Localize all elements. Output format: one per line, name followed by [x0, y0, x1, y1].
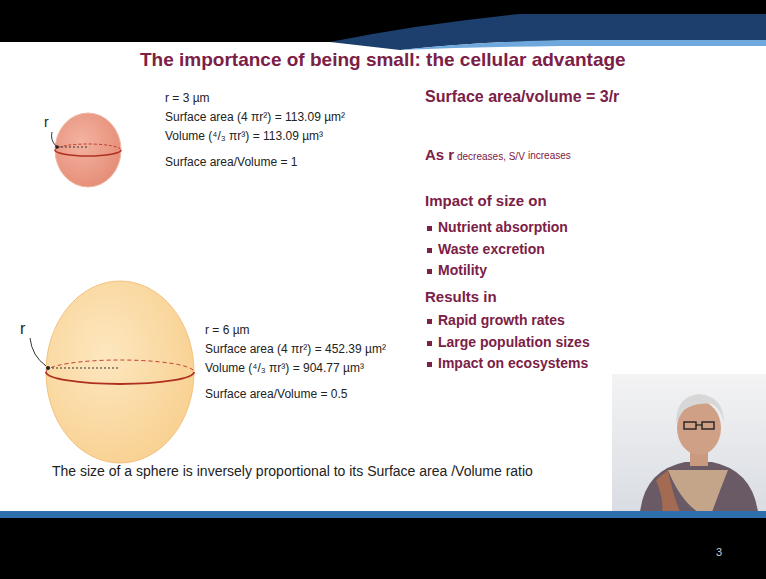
page-number: 3 [716, 546, 722, 559]
surface-area-value: Surface area (4 πr²) = 113.09 µm² [165, 111, 345, 125]
bullet-item: Nutrient absorption [438, 219, 568, 235]
volume-value: Volume (⁴/₃ πr³) = 113.09 µm³ [165, 130, 323, 144]
note-text: increases [528, 150, 571, 162]
bullet-item: Large population sizes [438, 334, 590, 350]
decor-band-light [400, 40, 766, 50]
bullet-item: Waste excretion [438, 241, 545, 257]
radius-value: r = 6 µm [205, 324, 250, 338]
bullet-item: Motility [438, 262, 487, 278]
radius-value: r = 3 µm [165, 92, 210, 106]
section-heading: Impact of size on [425, 192, 547, 209]
presenter-video [612, 374, 766, 512]
slide-ground [0, 42, 766, 514]
note-text: As r [425, 146, 454, 163]
bottom-bar [0, 511, 766, 518]
ratio-value: Surface area/Volume = 0.5 [205, 388, 347, 402]
bullet-item: Impact on ecosystems [438, 355, 588, 371]
slide-title: The importance of being small: the cellu… [140, 49, 626, 71]
small-sphere [52, 113, 122, 187]
decor-band [330, 14, 766, 50]
slide-caption: The size of a sphere is inversely propor… [52, 463, 533, 479]
ratio-value: Surface area/Volume = 1 [165, 156, 297, 170]
note-text: decreases, S/V [457, 151, 525, 163]
formula-heading: Surface area/volume = 3/r [425, 88, 619, 106]
radius-label: r [44, 114, 49, 130]
volume-value: Volume (⁴/₃ πr³) = 904.77 µm³ [205, 362, 364, 376]
large-sphere [30, 281, 194, 463]
radius-label: r [20, 320, 25, 338]
section-heading: Results in [425, 288, 497, 305]
bullet-item: Rapid growth rates [438, 312, 565, 328]
surface-area-value: Surface area (4 πr²) = 452.39 µm² [205, 343, 386, 357]
